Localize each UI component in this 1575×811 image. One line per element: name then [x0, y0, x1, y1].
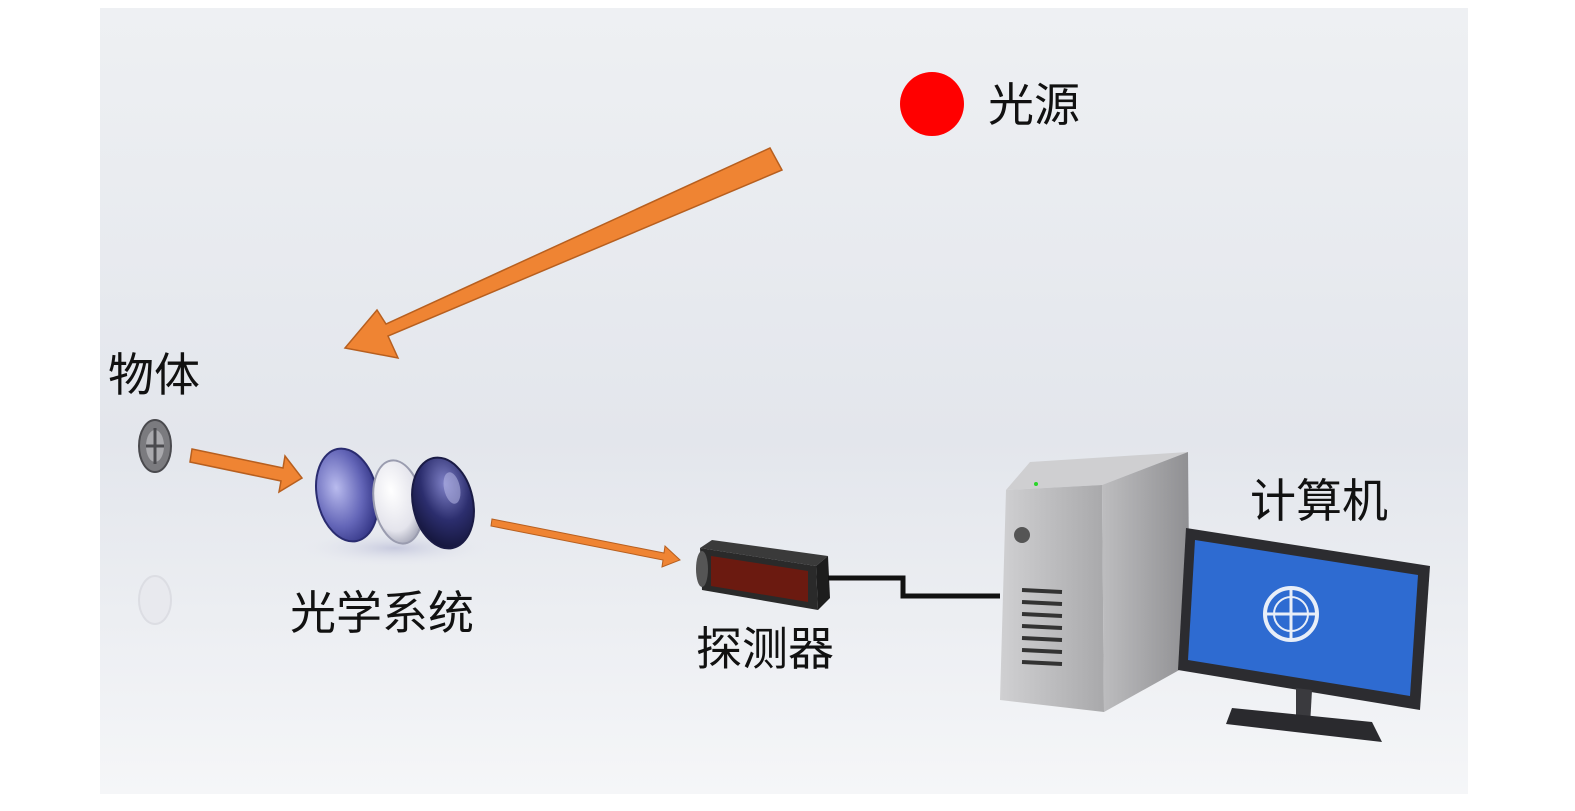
- object-arrow: [189, 448, 304, 494]
- label-computer: 计算机: [1250, 474, 1388, 528]
- computer-tower: [1000, 452, 1190, 712]
- object-wheel: [138, 419, 172, 625]
- label-object: 物体: [108, 348, 200, 402]
- computer-monitor: [1178, 528, 1430, 742]
- detector-arrow: [490, 518, 681, 568]
- university-logo-icon: [1263, 586, 1319, 642]
- label-optical-system: 光学系统: [290, 586, 474, 640]
- light-arrow: [343, 147, 784, 360]
- optical-lens-group: [315, 447, 475, 550]
- label-light-source: 光源: [988, 78, 1080, 132]
- light-source-dot: [900, 72, 964, 136]
- detector-device: [696, 540, 830, 610]
- power-button-icon: [1014, 527, 1030, 543]
- label-detector: 探测器: [696, 622, 834, 676]
- data-cable: [828, 575, 1000, 599]
